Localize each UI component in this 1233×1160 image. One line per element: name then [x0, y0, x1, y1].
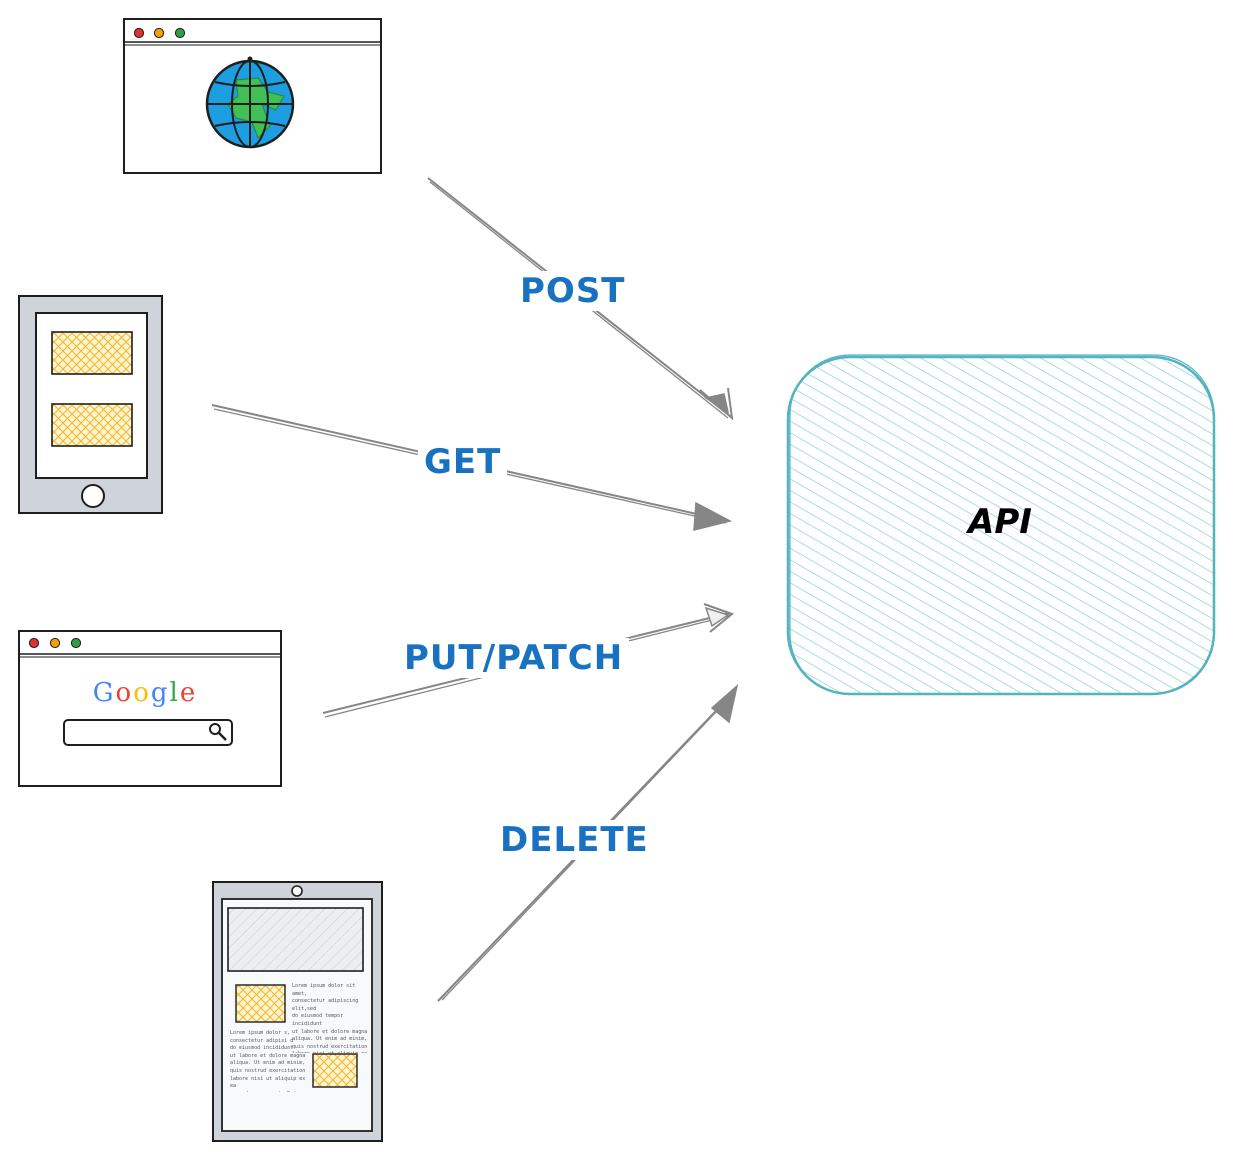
google-letter: G — [92, 678, 116, 708]
tablet-text-right: Lorem ipsum dolor sit amet, consectetur … — [292, 983, 368, 1053]
home-button-icon — [81, 484, 105, 508]
method-label-post: POST — [514, 271, 632, 311]
google-letter: o — [115, 678, 134, 708]
google-letter: l — [169, 678, 180, 708]
globe-icon — [205, 56, 295, 149]
google-letter: g — [150, 678, 170, 708]
search-box — [63, 719, 233, 746]
method-label-get: GET — [418, 442, 508, 482]
browser-google-client — [18, 630, 282, 787]
google-letter: e — [179, 678, 198, 708]
phone-client — [18, 295, 163, 514]
method-label-delete: DELETE — [494, 820, 655, 860]
google-logo: Google — [80, 676, 210, 710]
camera-icon — [291, 885, 303, 897]
api-box — [786, 354, 1216, 696]
tablet-client — [212, 881, 383, 1142]
api-label: API — [968, 502, 1032, 542]
browser-globe-client — [123, 18, 382, 174]
tablet-text-left: Lorem ipsum dolor s, consectetur adipisi… — [230, 1030, 306, 1092]
search-icon — [209, 723, 227, 741]
method-label-put-patch: PUT/PATCH — [398, 638, 630, 678]
google-letter: o — [133, 678, 151, 708]
